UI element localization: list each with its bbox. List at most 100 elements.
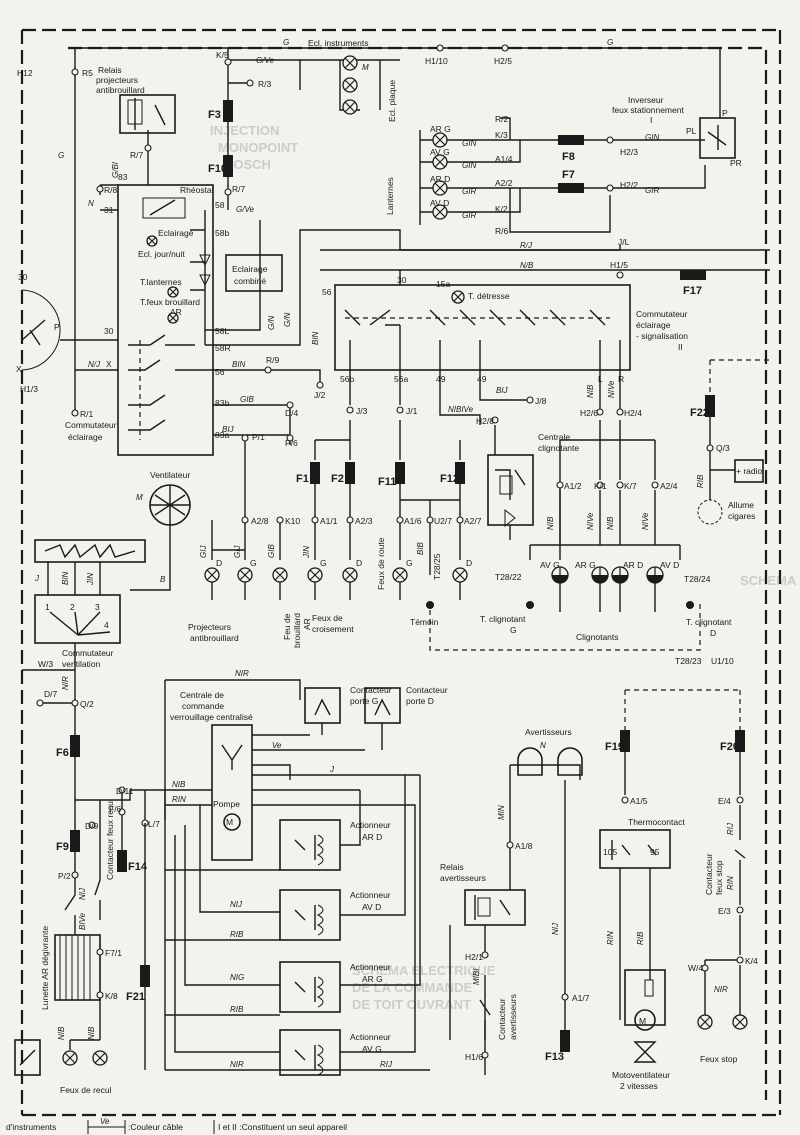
- diagram-label: NIJ: [551, 922, 560, 935]
- diagram-label: BIJ: [222, 425, 235, 434]
- lamps-row: A2/8 K10 A1/1 A2/3 A1/6 U2/7 A2/7 GIJ GI…: [188, 516, 701, 651]
- diagram-label: K/4: [745, 956, 758, 966]
- diagram-label: M: [226, 817, 233, 827]
- diagram-label: + radio: [736, 466, 762, 476]
- diagram-label: K10: [285, 516, 300, 526]
- diagram-label: NIG: [230, 973, 244, 982]
- diagram-label: AV D: [430, 198, 449, 208]
- diagram-label: M: [362, 63, 369, 72]
- diagram-label: P/1: [252, 432, 265, 442]
- diagram-label: A2/7: [464, 516, 482, 526]
- diagram-label: I: [650, 115, 652, 125]
- relais-projecteurs: Relais projecteurs antibrouillard R/7 G/…: [96, 65, 176, 185]
- diagram-label: 15a: [436, 279, 450, 289]
- diagram-label: 105: [603, 847, 617, 857]
- diagram-label: J/3: [356, 406, 368, 416]
- diagram-label: U2/7: [434, 516, 452, 526]
- diagram-label: NIVe: [586, 512, 595, 530]
- diagram-label: PL: [686, 126, 697, 136]
- diagram-label: Inverseur: [628, 95, 664, 105]
- diagram-label: Avertisseurs: [525, 727, 572, 737]
- diagram-label: H1/5: [610, 260, 628, 270]
- diagram-label: R/2: [495, 114, 509, 124]
- diagram-label: A2/3: [355, 516, 373, 526]
- diagram-label: G: [510, 625, 517, 635]
- diagram-label: R/6: [495, 226, 509, 236]
- diagram-label: BIN: [311, 331, 320, 345]
- diagram-label: G: [58, 151, 64, 160]
- diagram-label: H2/5: [494, 56, 512, 66]
- diagram-label: 4: [104, 620, 109, 630]
- diagram-label: Contacteur: [497, 998, 507, 1040]
- diagram-label: G: [250, 558, 257, 568]
- diagram-label: F1: [296, 473, 309, 485]
- diagram-label: Projecteurs: [188, 622, 231, 632]
- diagram-label: Actionneur: [350, 820, 391, 830]
- diagram-label: NIB: [87, 1026, 96, 1040]
- lanternes-block: AR G AV G AR D AV D Lanternes R/2 K/3 A1…: [385, 114, 706, 236]
- diagram-label: F14: [128, 861, 148, 873]
- diagram-label: I et II :Constituent un seul appareil: [218, 1122, 347, 1132]
- feu-stop-g-icon: [697, 1014, 713, 1030]
- lamp-lanterne-av-g-icon: [432, 154, 448, 170]
- diagram-label: NIR: [61, 676, 70, 690]
- legend: d'instruments Ve :Couleur câble I et II …: [6, 1117, 347, 1134]
- actionneurs: Actionneur AR D Actionneur AV D Actionne…: [165, 775, 430, 1076]
- diagram-label: F7: [562, 169, 575, 181]
- diagram-label: Motoventilateur: [612, 1070, 670, 1080]
- diagram-label: Ventilateur: [150, 470, 190, 480]
- diagram-label: H2/2: [620, 180, 638, 190]
- diagram-label: AV D: [362, 902, 381, 912]
- diagram-label: D: [466, 558, 472, 568]
- diagram-label: 2: [70, 602, 75, 612]
- diagram-label: NIBIVe: [448, 405, 474, 414]
- diagram-label: F17: [683, 285, 702, 297]
- diagram-label: antibrouillard: [190, 633, 239, 643]
- diagram-label: 30: [18, 272, 28, 282]
- diagram-label: F2: [331, 473, 344, 485]
- diagram-label: NIB: [57, 1026, 66, 1040]
- diagram-label: Feux de: [312, 613, 343, 623]
- diagram-label: Eclairage: [158, 228, 194, 238]
- diagram-label: U1/10: [711, 656, 734, 666]
- diagram-label: A1/1: [320, 516, 338, 526]
- diagram-label: clignotante: [538, 443, 579, 453]
- diagram-label: RIN: [172, 795, 186, 804]
- diagram-label: 58L: [215, 326, 229, 336]
- diagram-label: 1: [45, 602, 50, 612]
- diagram-label: 56: [215, 367, 225, 377]
- diagram-label: Ecl. jour/nuit: [138, 249, 185, 259]
- diagram-label: K/5: [216, 50, 229, 60]
- diagram-label: E/3: [718, 906, 731, 916]
- diagram-label: H1/10: [425, 56, 448, 66]
- diagram-label: - signalisation: [636, 331, 688, 341]
- diagram-label: Clignotants: [576, 632, 619, 642]
- diagram-label: T28/24: [684, 574, 711, 584]
- diagram-label: 56b: [340, 374, 354, 384]
- diagram-label: F3: [208, 109, 221, 121]
- diagram-label: RIB: [230, 930, 244, 939]
- diagram-label: JIN: [302, 546, 311, 559]
- diagram-label: G: [320, 558, 327, 568]
- diagram-label: NIB: [586, 384, 595, 398]
- diagram-label: Commutateur: [636, 309, 688, 319]
- diagram-label: R/8: [104, 185, 118, 195]
- diagram-label: G/Ve: [256, 56, 274, 65]
- diagram-label: 83b: [215, 398, 229, 408]
- diagram-label: 30: [397, 275, 407, 285]
- diagram-label: F9: [56, 841, 69, 853]
- diagram-label: ventilation: [62, 659, 101, 669]
- diagram-label: R5: [82, 68, 93, 78]
- diagram-label: SCHEMA ELECTRIQUE: [740, 573, 800, 588]
- diagram-label: Ve: [272, 741, 282, 750]
- diagram-label: Contacteur: [406, 685, 448, 695]
- diagram-label: SCHEMA ELECTRIQUE: [352, 963, 496, 978]
- centrale-verrouillage: NIR Centrale de commande verrouillage ce…: [164, 669, 420, 1070]
- diagram-label: H2/3: [620, 147, 638, 157]
- feu-route-g-icon: [392, 567, 408, 583]
- diagram-label: J/1: [406, 406, 418, 416]
- diagram-label: INJECTION: [210, 123, 279, 138]
- inverseur-feux-stationnement: Inverseur feux stationnement I P PL PR: [612, 95, 742, 168]
- diagram-label: GIR: [645, 186, 659, 195]
- diagram-label: GIR: [462, 211, 476, 220]
